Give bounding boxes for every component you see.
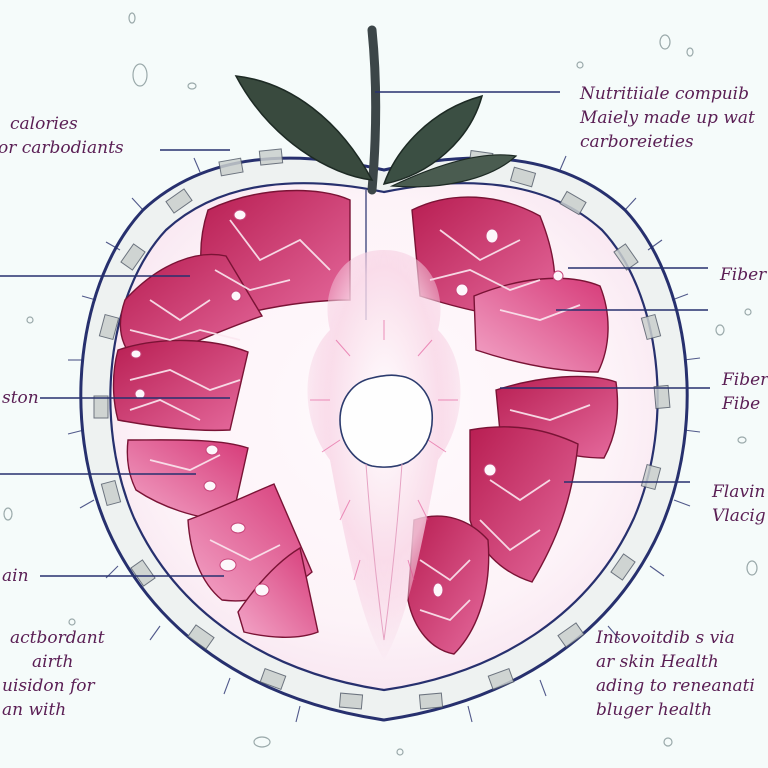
label-line: Fiber: [722, 370, 768, 390]
label-line: ar skin Health: [596, 652, 719, 672]
label-line: Fibe: [722, 394, 761, 414]
label-line: or carbodiants: [0, 138, 124, 158]
label-line: ston: [2, 388, 39, 408]
water-droplets: [3, 12, 758, 756]
label-line: Intovoitdib s via: [596, 628, 735, 648]
seed-cells: [129, 219, 591, 622]
label-line: uisidon for: [2, 676, 95, 696]
seed-segments: [112, 189, 619, 655]
label-calories: calories or carbodiants: [0, 112, 124, 160]
label-left-mid: ston: [2, 386, 39, 410]
label-line: calories: [10, 114, 78, 134]
callout-lines: [0, 91, 710, 577]
label-fiber-1: Fiber: [720, 263, 766, 287]
label-fiber-2: Fiber Fibe: [722, 368, 768, 416]
label-antioxidant: actbordant airth uisidon for an with: [2, 626, 105, 722]
stem-and-leaves: [234, 25, 518, 195]
fruit-core: [307, 250, 461, 660]
label-line: bluger health: [596, 700, 713, 720]
label-nutritional: Nutritiiale compuib Maiely made up wat c…: [580, 82, 755, 154]
seeds: [130, 209, 564, 598]
label-line: carboreieties: [580, 132, 694, 152]
label-line: Maiely made up wat: [580, 108, 755, 128]
label-line: an with: [2, 700, 67, 720]
label-skin-health: Intovoitdib s via ar skin Health ading t…: [596, 626, 755, 722]
label-line: ading to reneanati: [596, 676, 755, 696]
label-line: Flavin: [712, 482, 766, 502]
label-line: Nutritiiale compuib: [580, 84, 749, 104]
label-left-low: ain: [2, 564, 29, 588]
label-line: airth: [32, 652, 74, 672]
label-line: actbordant: [10, 628, 105, 648]
label-line: ain: [2, 566, 29, 586]
label-flavin: Flavin Vlacig: [712, 480, 766, 528]
label-line: Vlacig: [712, 506, 766, 526]
label-line: Fiber: [720, 265, 767, 285]
